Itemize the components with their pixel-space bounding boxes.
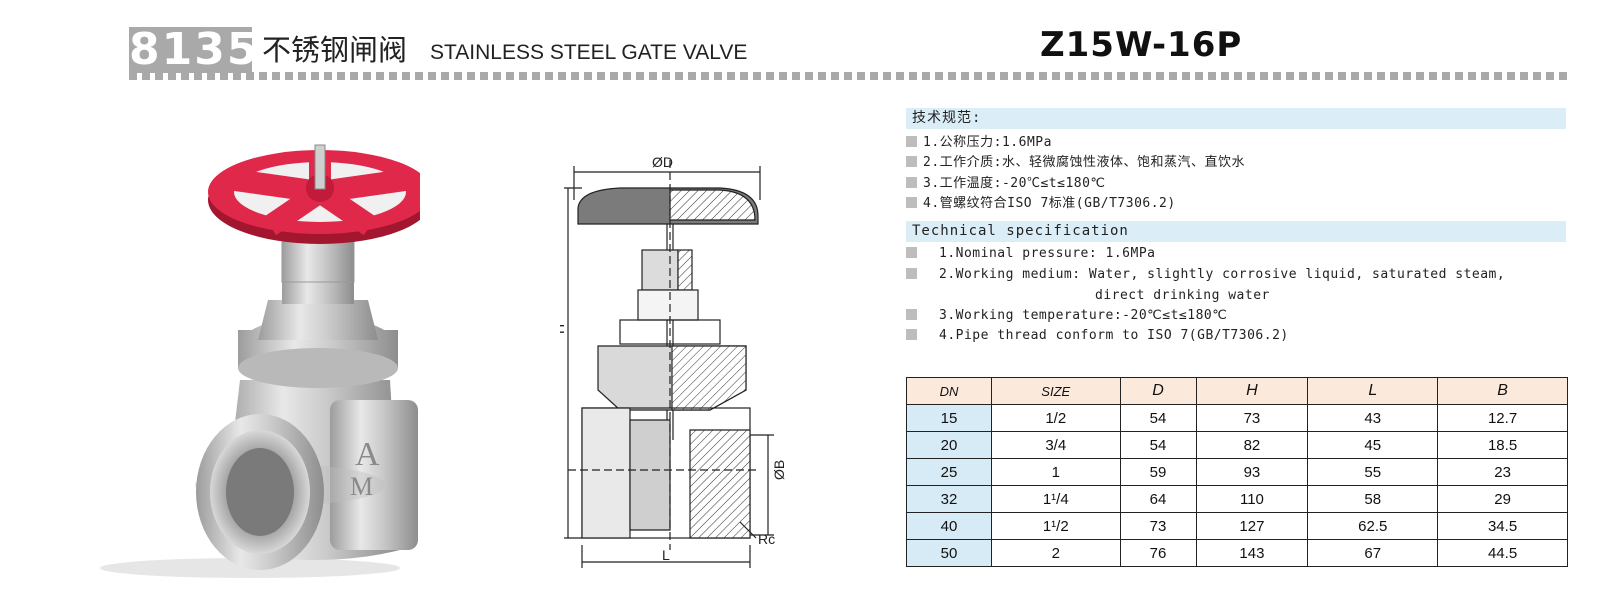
cell-size: 2 — [991, 539, 1121, 567]
bullet-square — [906, 329, 917, 340]
spec-en-heading: Technical specification — [906, 221, 1566, 242]
col-header-size: SIZE — [991, 377, 1121, 405]
spec-en-item: 3.Working temperature:-20℃≤t≤180℃ — [906, 307, 1227, 325]
spec-cn-item: 1.公称压力:1.6MPa — [906, 134, 1052, 152]
svg-text:M: M — [350, 472, 373, 501]
dimension-table: DN SIZE D H L B 15 1/2 54 73 43 12.7 20 … — [906, 377, 1568, 567]
bullet-square — [906, 247, 917, 258]
cell-h: 93 — [1195, 458, 1309, 486]
cell-b: 12.7 — [1437, 404, 1568, 432]
product-title-en: STAINLESS STEEL GATE VALVE — [430, 41, 748, 64]
cell-d: 73 — [1119, 512, 1197, 540]
cell-l: 58 — [1307, 485, 1439, 513]
drawing-label-b: ØB — [771, 460, 787, 480]
cell-d: 59 — [1119, 458, 1197, 486]
bullet-square — [906, 156, 917, 167]
cell-b: 34.5 — [1437, 512, 1568, 540]
cell-dn: 32 — [906, 485, 992, 513]
product-code-badge: 8135 — [129, 24, 260, 75]
cell-d: 54 — [1119, 431, 1197, 459]
bullet-square — [906, 268, 917, 279]
col-header-b: B — [1437, 377, 1568, 405]
cell-l: 45 — [1307, 431, 1439, 459]
cell-l: 62.5 — [1307, 512, 1439, 540]
cell-h: 82 — [1195, 431, 1309, 459]
product-title-cn: 不锈钢闸阀 — [262, 33, 408, 67]
cell-h: 110 — [1195, 485, 1309, 513]
cell-h: 127 — [1195, 512, 1309, 540]
table-row: 50 2 76 143 67 44.5 — [906, 539, 1568, 567]
cell-h: 73 — [1195, 404, 1309, 432]
table-row: 25 1 59 93 55 23 — [906, 458, 1568, 486]
cell-l: 67 — [1307, 539, 1439, 567]
cell-size: 1¹/2 — [991, 512, 1121, 540]
spec-cn-item: 3.工作温度:-20℃≤t≤180℃ — [906, 175, 1106, 193]
table-row: 15 1/2 54 73 43 12.7 — [906, 404, 1568, 432]
spec-en-item: 4.Pipe thread conform to ISO 7(GB/T7306.… — [906, 327, 1289, 345]
svg-text:A: A — [355, 436, 380, 473]
cell-dn: 20 — [906, 431, 992, 459]
spec-en-item-continued: direct drinking water — [1095, 288, 1270, 303]
drawing-label-d: ØD — [652, 154, 673, 170]
spec-cn-heading: 技术规范: — [906, 108, 1566, 129]
valve-technical-drawing: ØD H ØB L Rc — [560, 154, 787, 568]
col-header-h: H — [1195, 377, 1309, 405]
table-row: 32 1¹/4 64 110 58 29 — [906, 485, 1568, 513]
drawing-label-l: L — [662, 547, 670, 563]
bullet-square — [906, 197, 917, 208]
cell-d: 76 — [1119, 539, 1197, 567]
cell-size: 3/4 — [991, 431, 1121, 459]
cell-b: 23 — [1437, 458, 1568, 486]
bullet-square — [906, 177, 917, 188]
cell-dn: 50 — [906, 539, 992, 567]
cell-d: 64 — [1119, 485, 1197, 513]
cell-size: 1 — [991, 458, 1121, 486]
col-header-d: D — [1119, 377, 1197, 405]
drawing-label-h: H — [560, 324, 567, 334]
cell-size: 1/2 — [991, 404, 1121, 432]
cell-dn: 40 — [906, 512, 992, 540]
cell-b: 44.5 — [1437, 539, 1568, 567]
bullet-square — [906, 309, 917, 320]
valve-photo: A M — [100, 144, 420, 578]
model-number: Z15W-16P — [1040, 25, 1243, 65]
spec-cn-item: 4.管螺纹符合ISO 7标准(GB/T7306.2) — [906, 195, 1176, 213]
cell-dn: 25 — [906, 458, 992, 486]
cell-size: 1¹/4 — [991, 485, 1121, 513]
cell-b: 29 — [1437, 485, 1568, 513]
cell-h: 143 — [1195, 539, 1309, 567]
cell-l: 55 — [1307, 458, 1439, 486]
drawing-label-rc: Rc — [758, 531, 775, 547]
cell-l: 43 — [1307, 404, 1439, 432]
table-row: 40 1¹/2 73 127 62.5 34.5 — [906, 512, 1568, 540]
spec-cn-item: 2.工作介质:水、轻微腐蚀性液体、饱和蒸汽、直饮水 — [906, 154, 1245, 172]
col-header-dn: DN — [906, 377, 992, 405]
table-row: 20 3/4 54 82 45 18.5 — [906, 431, 1568, 459]
cell-dn: 15 — [906, 404, 992, 432]
table-header-row: DN SIZE D H L B — [906, 377, 1568, 405]
spec-en-item: 2.Working medium: Water, slightly corros… — [906, 266, 1505, 284]
col-header-l: L — [1307, 377, 1439, 405]
cell-d: 54 — [1119, 404, 1197, 432]
header-divider — [129, 72, 1569, 80]
cell-b: 18.5 — [1437, 431, 1568, 459]
bullet-square — [906, 136, 917, 147]
spec-en-item: 1.Nominal pressure: 1.6MPa — [906, 245, 1156, 263]
